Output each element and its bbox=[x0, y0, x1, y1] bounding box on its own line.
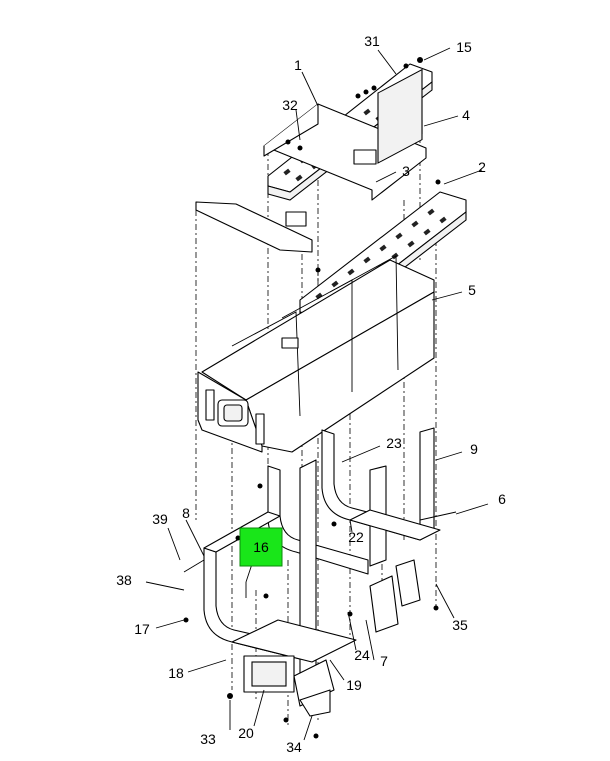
callout-3[interactable]: 3 bbox=[402, 163, 410, 179]
rear-mount-bracket[interactable] bbox=[321, 427, 441, 567]
callout-35[interactable]: 35 bbox=[452, 617, 468, 633]
callout-34[interactable]: 34 bbox=[286, 739, 302, 755]
callout-24[interactable]: 24 bbox=[354, 647, 370, 663]
callout-6[interactable]: 6 bbox=[498, 491, 506, 507]
front-mount-bracket[interactable] bbox=[203, 459, 369, 681]
callout-31[interactable]: 31 bbox=[364, 33, 380, 49]
callout-23[interactable]: 23 bbox=[386, 435, 402, 451]
callout-5[interactable]: 5 bbox=[468, 282, 476, 298]
callout-8[interactable]: 8 bbox=[182, 505, 190, 521]
callout-22[interactable]: 22 bbox=[348, 529, 364, 545]
fuel-tank[interactable] bbox=[197, 68, 435, 453]
callout-32[interactable]: 32 bbox=[282, 97, 298, 113]
callout-16-label: 16 bbox=[253, 539, 269, 555]
highlighted-callout-16[interactable]: 16 bbox=[239, 527, 283, 567]
callout-17[interactable]: 17 bbox=[134, 621, 150, 637]
lower-hardware-assembly[interactable] bbox=[243, 559, 421, 717]
callout-39[interactable]: 39 bbox=[152, 511, 168, 527]
callout-1[interactable]: 1 bbox=[294, 57, 302, 73]
leader-lines bbox=[145, 47, 489, 741]
callout-15[interactable]: 15 bbox=[456, 39, 472, 55]
callout-4[interactable]: 4 bbox=[462, 107, 470, 123]
callout-18[interactable]: 18 bbox=[168, 665, 184, 681]
callout-2[interactable]: 2 bbox=[478, 159, 486, 175]
callout-38[interactable]: 38 bbox=[116, 572, 132, 588]
callout-labels: 1 2 3 4 5 6 7 8 9 15 17 18 19 20 22 23 2… bbox=[116, 33, 506, 755]
callout-19[interactable]: 19 bbox=[346, 677, 362, 693]
callout-7[interactable]: 7 bbox=[380, 653, 388, 669]
callout-33[interactable]: 33 bbox=[200, 731, 216, 747]
mid-bracket[interactable] bbox=[195, 201, 313, 253]
callout-9[interactable]: 9 bbox=[470, 441, 478, 457]
callout-20[interactable]: 20 bbox=[238, 725, 254, 741]
